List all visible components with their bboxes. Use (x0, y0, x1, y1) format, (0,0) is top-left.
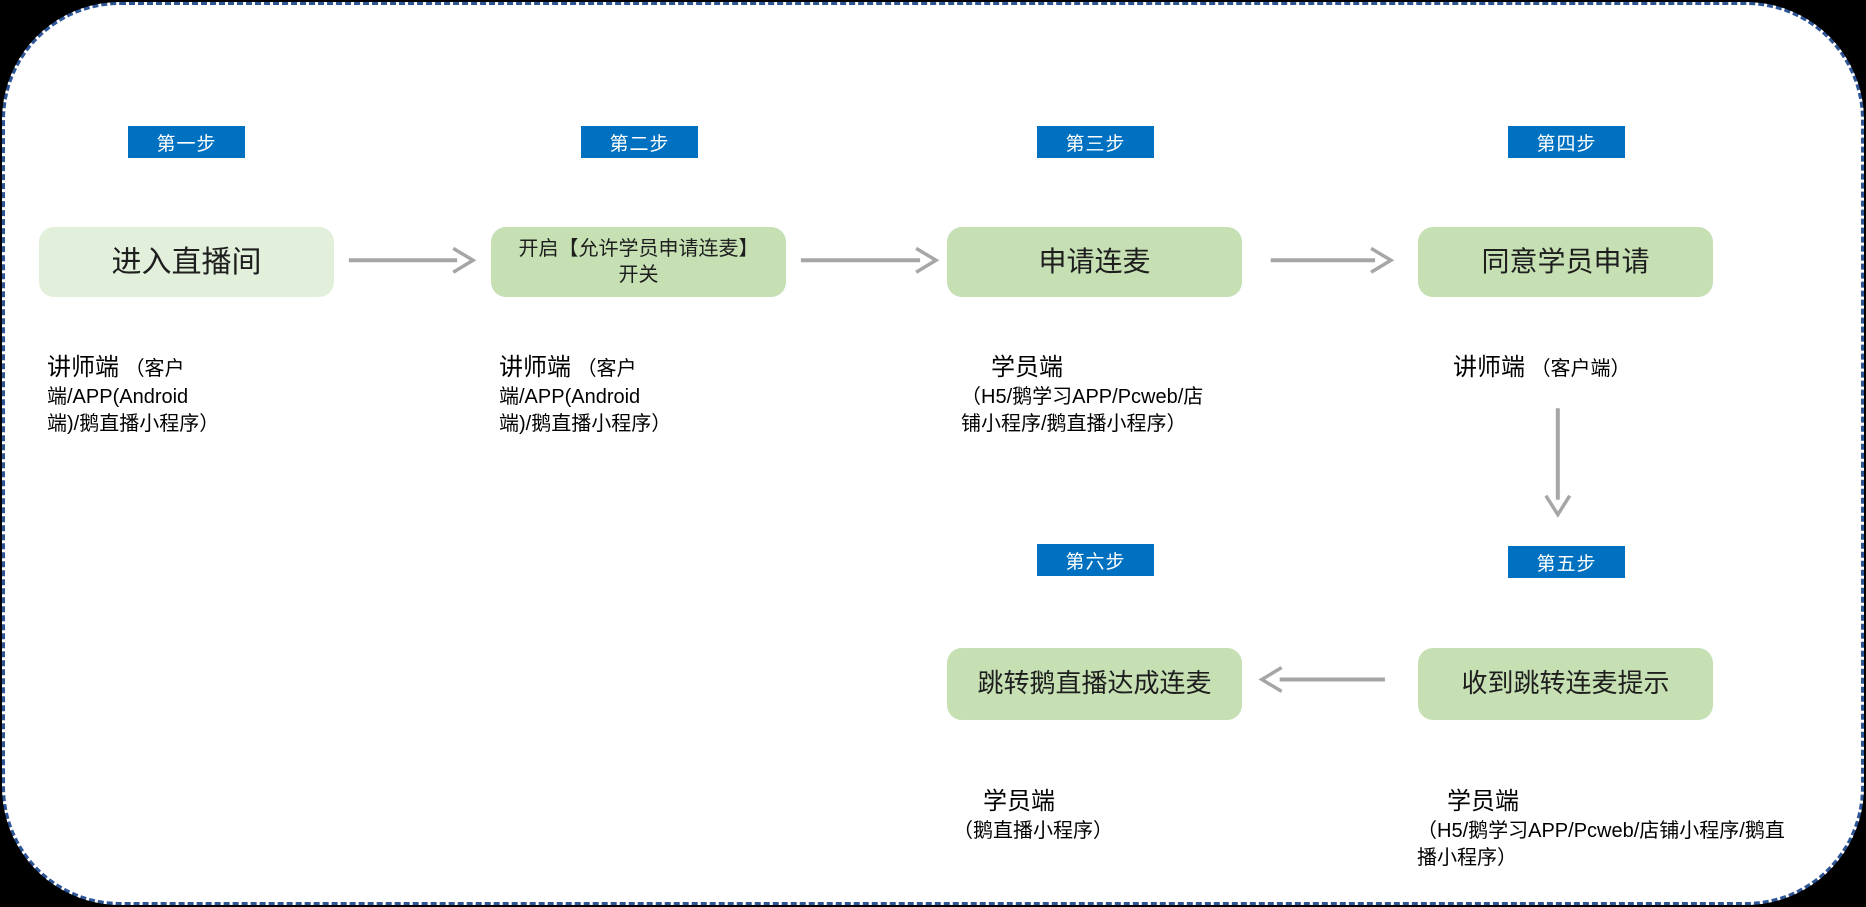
note-step2: 讲师端 （客户端/APP(Android端)/鹅直播小程序） (499, 352, 671, 438)
note-step4-detail: （客户端） (1530, 358, 1631, 380)
arrow-step4-to-step5 (1544, 408, 1572, 518)
step-label-6: 第六步 (1037, 544, 1154, 576)
note-step6-client: 学员端 (983, 788, 1055, 815)
step-label-4: 第四步 (1508, 126, 1625, 158)
flow-box-step3: 申请连麦 (947, 227, 1242, 297)
note-step6: 学员端 （鹅直播小程序） (953, 786, 1213, 845)
note-step5-detail: （H5/鹅学习APP/Pcweb/店铺小程序/鹅直播小程序） (1417, 820, 1785, 869)
flow-box-step5: 收到跳转连麦提示 (1418, 648, 1713, 720)
note-step1-client: 讲师端 (47, 354, 119, 381)
note-step4-client: 讲师端 (1453, 354, 1525, 381)
flow-box-step6: 跳转鹅直播达成连麦 (947, 648, 1242, 720)
note-step1: 讲师端 （客户端/APP(Android端)/鹅直播小程序） (47, 352, 219, 438)
note-step3-client: 学员端 (991, 354, 1063, 381)
arrow-step3-to-step4 (1270, 246, 1395, 274)
note-step4: 讲师端 （客户端） (1453, 352, 1631, 384)
arrow-step1-to-step2 (348, 246, 477, 274)
flow-box-step2: 开启【允许学员申请连麦】开关 (491, 227, 786, 297)
step-label-1: 第一步 (128, 126, 245, 158)
note-step2-detail: （客户端/APP(Android端)/鹅直播小程序） (499, 358, 672, 435)
note-step1-detail: （客户端/APP(Android端)/鹅直播小程序） (47, 358, 220, 435)
note-step5-client: 学员端 (1447, 788, 1519, 815)
step-label-5: 第五步 (1508, 546, 1625, 578)
flow-box-step4: 同意学员申请 (1418, 227, 1713, 297)
step-label-2: 第二步 (581, 126, 698, 158)
note-step2-client: 讲师端 (499, 354, 571, 381)
flow-box-step1: 进入直播间 (39, 227, 334, 297)
step-label-3: 第三步 (1037, 126, 1154, 158)
note-step6-detail: （鹅直播小程序） (953, 820, 1113, 843)
note-step3-detail: （H5/鹅学习APP/Pcweb/店铺小程序/鹅直播小程序） (961, 386, 1204, 435)
arrow-step2-to-step3 (800, 246, 940, 274)
note-step5: 学员端 （H5/鹅学习APP/Pcweb/店铺小程序/鹅直播小程序） (1417, 786, 1789, 872)
note-step3: 学员端 （H5/鹅学习APP/Pcweb/店铺小程序/鹅直播小程序） (961, 352, 1217, 438)
arrow-step5-to-step6 (1258, 666, 1385, 693)
